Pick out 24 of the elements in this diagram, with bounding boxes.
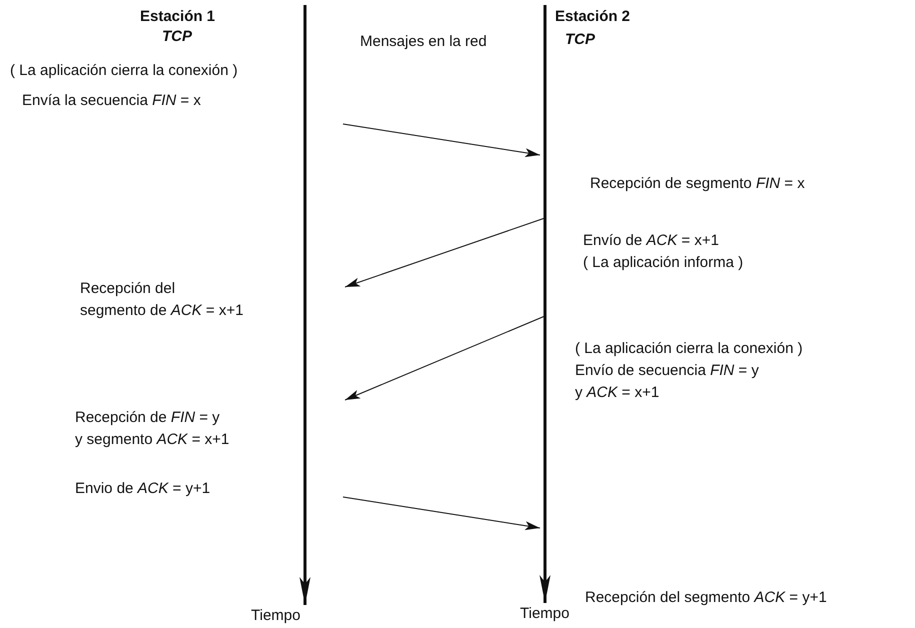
message-arrow bbox=[344, 316, 546, 400]
station-title: Estación 2 bbox=[555, 7, 630, 27]
message-text: Envio de ACK = y+1 bbox=[75, 479, 212, 499]
timeline-arrow bbox=[540, 5, 550, 603]
message-text: Recepción de FIN = y y segmento ACK = x+1 bbox=[75, 408, 230, 450]
message-text: Recepción de segmento FIN = x bbox=[590, 174, 806, 194]
axis-label: Tiempo bbox=[520, 604, 570, 624]
message-text: Envío de ACK = x+1 bbox=[583, 231, 720, 251]
message-text: Recepción del segmento de ACK = x+1 bbox=[80, 279, 244, 321]
message-text: Envío de secuencia FIN = y y ACK = x+1 bbox=[575, 361, 760, 403]
timeline-arrow bbox=[342, 496, 540, 530]
axis-label: Tiempo bbox=[251, 606, 302, 626]
timeline-arrow bbox=[300, 5, 310, 605]
message-arrow bbox=[344, 218, 546, 288]
column-heading: Mensajes en la red bbox=[360, 32, 487, 52]
message-text: ( La aplicación informa ) bbox=[583, 253, 744, 273]
message-text: Recepción del segmento ACK = y+1 bbox=[585, 588, 828, 608]
protocol-label: TCP bbox=[162, 27, 192, 47]
message-text: ( La aplicación cierra la conexión ) bbox=[575, 339, 804, 359]
note-text: ( La aplicación cierra la conexión ) bbox=[10, 61, 238, 81]
station-title: Estación 1 bbox=[140, 7, 216, 27]
message-text: Envía la secuencia FIN = x bbox=[22, 91, 202, 111]
timeline-arrow bbox=[342, 124, 540, 158]
protocol-label: TCP bbox=[565, 30, 595, 50]
